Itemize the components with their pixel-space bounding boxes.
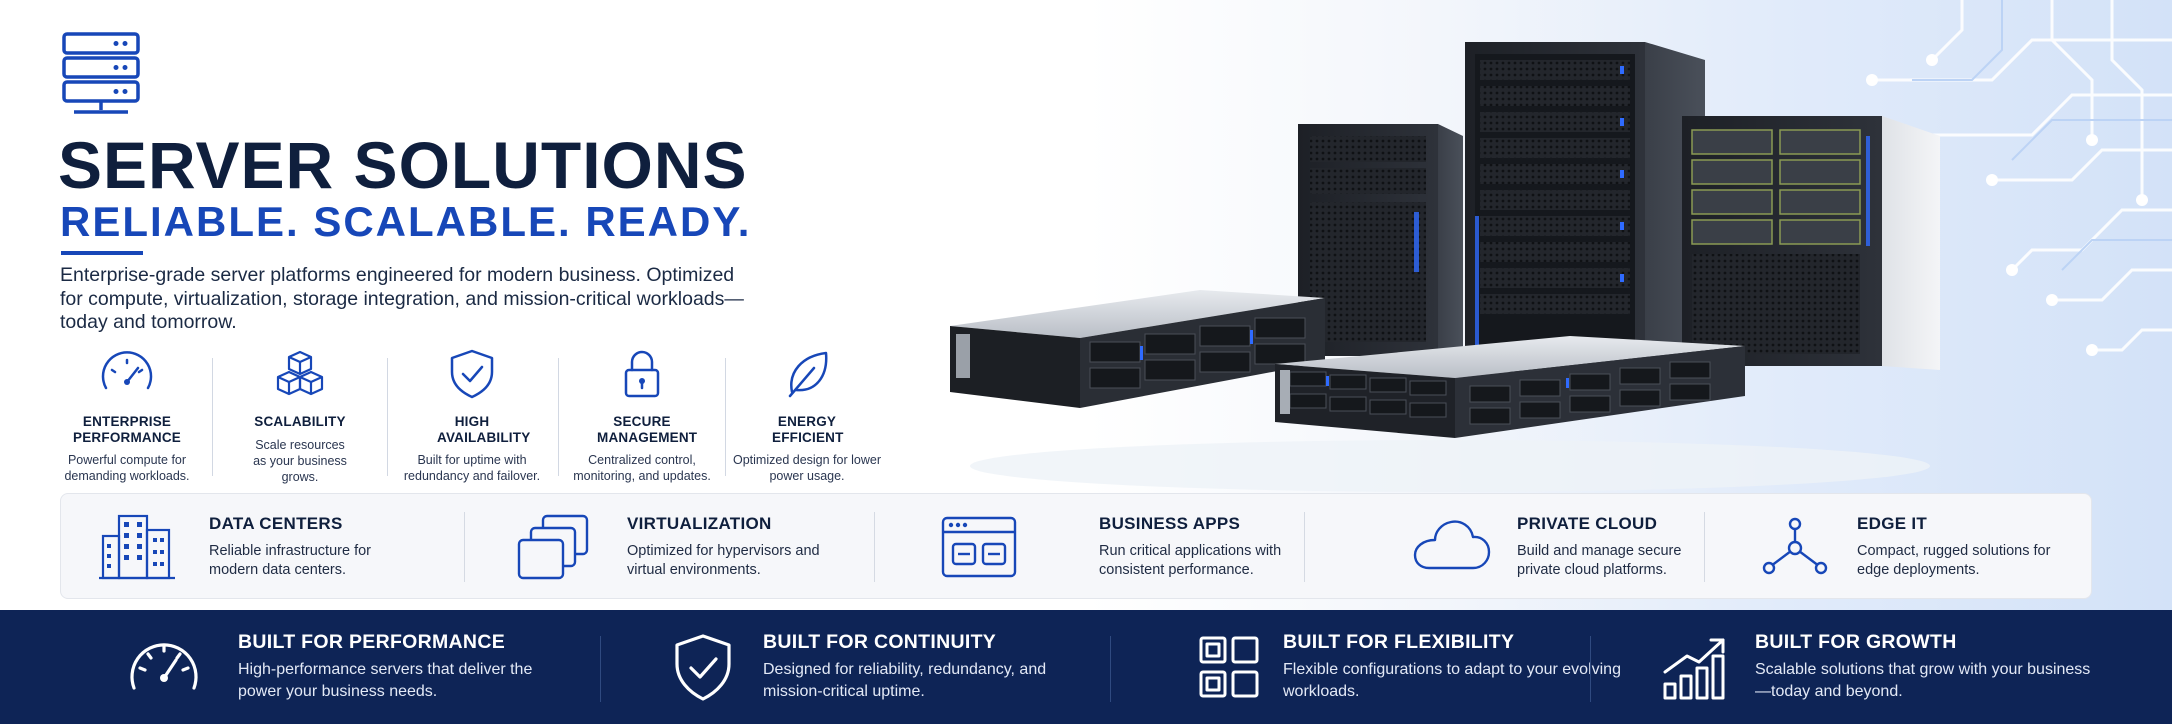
- built-for-growth: BUILT FOR GROWTH Scalable solutions that…: [1591, 610, 2151, 724]
- use-case-name: BUSINESS APPS: [1099, 514, 1241, 533]
- feature-name: ENERGY EFFICIENT: [772, 414, 844, 445]
- lock-icon: [624, 350, 660, 398]
- app-window-icon: [941, 516, 1017, 578]
- use-case-desc: Reliable infrastructure for modern data …: [209, 543, 371, 578]
- server-rack-icon: [62, 32, 140, 114]
- page-title: SERVER SOLUTIONS: [58, 128, 748, 202]
- use-case-divider: [464, 512, 465, 582]
- use-case-desc: Build and manage secure private cloud pl…: [1517, 543, 1682, 578]
- feature-name: SCALABILITY: [254, 414, 346, 429]
- feature-divider: [387, 358, 388, 476]
- feature-name: SECURE MANAGEMENT: [597, 414, 698, 445]
- use-case-private-cloud: PRIVATE CLOUD Build and manage secure pr…: [1305, 494, 1705, 600]
- feature-desc: Powerful compute for demanding workloads…: [64, 453, 190, 483]
- building-icon: [99, 514, 175, 580]
- built-for-divider: [1590, 636, 1591, 702]
- shield-check-icon: [675, 634, 731, 701]
- use-case-edge-it: EDGE IT Compact, rugged solutions for ed…: [1705, 494, 2093, 600]
- rack-server-left: [950, 290, 1325, 408]
- built-for-band: BUILT FOR PERFORMANCE High-performance s…: [0, 610, 2172, 724]
- use-case-divider: [874, 512, 875, 582]
- built-for-name: BUILT FOR FLEXIBILITY: [1283, 631, 1515, 653]
- use-case-divider: [1704, 512, 1705, 582]
- gauge-icon: [101, 351, 153, 390]
- cloud-icon: [1413, 520, 1491, 570]
- built-for-name: BUILT FOR PERFORMANCE: [238, 631, 506, 653]
- use-case-name: PRIVATE CLOUD: [1517, 514, 1658, 533]
- intro-text: Enterprise-grade server platforms engine…: [60, 264, 744, 333]
- feature-enterprise-performance: ENTERPRISE PERFORMANCE Powerful compute …: [52, 348, 202, 484]
- tagline: RELIABLE. SCALABLE. READY.: [60, 198, 752, 245]
- use-case-divider: [1304, 512, 1305, 582]
- built-for-name: BUILT FOR GROWTH: [1755, 631, 1957, 653]
- feature-name: ENTERPRISE PERFORMANCE: [73, 414, 181, 445]
- built-for-desc: High-performance servers that deliver th…: [238, 661, 533, 700]
- title-underline: [61, 251, 143, 255]
- rack-server-front: [1275, 336, 1745, 438]
- feature-secure-management: SECURE MANAGEMENT Centralized control, m…: [567, 348, 717, 484]
- feature-divider: [212, 358, 213, 476]
- feature-desc: Built for uptime with redundancy and fai…: [403, 453, 541, 483]
- built-for-desc: Designed for reliability, redundancy, an…: [763, 661, 1047, 700]
- feature-desc: Centralized control, monitoring, and upd…: [573, 453, 711, 483]
- feature-high-availability: HIGH AVAILABILITY Built for uptime with …: [397, 348, 547, 484]
- use-case-desc: Optimized for hypervisors and virtual en…: [627, 543, 820, 578]
- use-case-name: DATA CENTERS: [209, 514, 343, 533]
- storage-tower-server: [1682, 116, 1940, 370]
- growth-chart-icon: [1663, 638, 1725, 700]
- built-for-divider: [600, 636, 601, 702]
- feature-desc: Optimized design for lower power usage.: [733, 453, 881, 483]
- built-for-performance: BUILT FOR PERFORMANCE High-performance s…: [0, 610, 600, 724]
- use-case-business-apps: BUSINESS APPS Run critical applications …: [875, 494, 1305, 600]
- network-nodes-icon: [1762, 517, 1828, 575]
- server-hardware-illustration: [950, 42, 1940, 492]
- built-for-divider: [1110, 636, 1111, 702]
- built-for-name: BUILT FOR CONTINUITY: [763, 631, 997, 653]
- built-for-continuity: BUILT FOR CONTINUITY Designed for reliab…: [601, 610, 1111, 724]
- use-case-strip: DATA CENTERS Reliable infrastructure for…: [60, 493, 2092, 599]
- feature-name: HIGH AVAILABILITY: [437, 414, 531, 445]
- built-for-desc: Scalable solutions that grow with your b…: [1755, 661, 2091, 700]
- use-case-data-centers: DATA CENTERS Reliable infrastructure for…: [61, 494, 461, 600]
- feature-desc: Scale resources as your business grows.: [253, 437, 347, 484]
- use-case-desc: Compact, rugged solutions for edge deplo…: [1857, 543, 2051, 578]
- feature-divider: [725, 358, 726, 476]
- leaf-icon: [788, 351, 828, 398]
- speedometer-icon: [130, 643, 198, 690]
- feature-energy-efficient: ENERGY EFFICIENT Optimized design for lo…: [732, 348, 882, 484]
- feature-divider: [558, 358, 559, 476]
- stacked-windows-icon: [517, 514, 589, 580]
- modules-grid-icon: [1199, 636, 1259, 698]
- use-case-name: VIRTUALIZATION: [627, 514, 772, 533]
- shield-check-icon: [450, 349, 494, 399]
- use-case-name: EDGE IT: [1857, 514, 1928, 533]
- cubes-icon: [276, 350, 324, 396]
- built-for-flexibility: BUILT FOR FLEXIBILITY Flexible configura…: [1111, 610, 1621, 724]
- feature-scalability: SCALABILITY Scale resources as your busi…: [225, 348, 375, 485]
- use-case-virtualization: VIRTUALIZATION Optimized for hypervisors…: [465, 494, 875, 600]
- tall-rack-tower: [1465, 42, 1705, 376]
- use-case-desc: Run critical applications with consisten…: [1099, 543, 1282, 578]
- built-for-desc: Flexible configurations to adapt to your…: [1283, 661, 1621, 700]
